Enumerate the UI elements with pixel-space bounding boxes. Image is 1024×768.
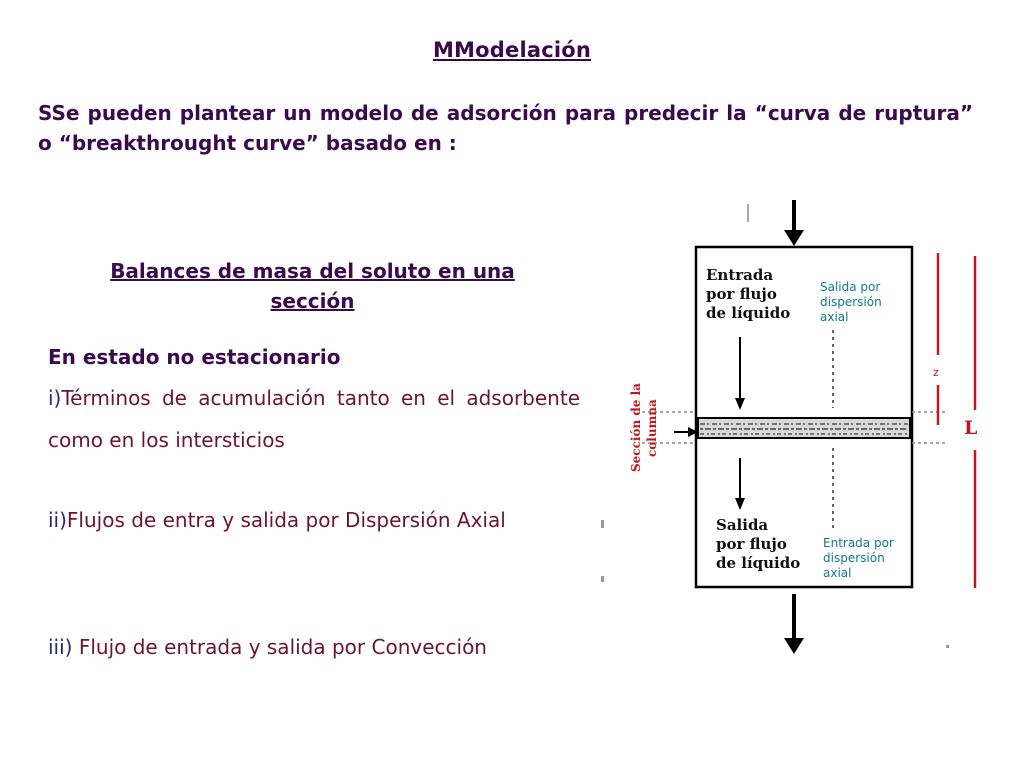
list-item-number: ii): [48, 508, 67, 532]
state-heading: En estado no estacionario: [48, 345, 341, 369]
entrada-flujo-label: Entrada por flujo de líquido: [706, 266, 791, 322]
list-item-text: Términos de acumulación tanto en el adso…: [48, 386, 580, 452]
column-box: [694, 245, 914, 589]
list-item-number: i): [48, 386, 62, 410]
list-item-text: Flujos de entra y salida por Dispersión …: [66, 508, 506, 532]
salida-dispersion-label: Salida por dispersión axial: [820, 280, 882, 324]
speck: [946, 645, 949, 648]
list-item: i)Términos de acumulación tanto en el ad…: [48, 377, 580, 461]
bottom-outflow-arrow-icon: [784, 594, 804, 654]
L-label: L: [964, 417, 978, 439]
intro-paragraph: SSe pueden plantear un modelo de adsorci…: [38, 101, 973, 155]
inner-outflow-arrow-icon: [735, 458, 745, 510]
inner-inflow-arrow-icon: [735, 337, 745, 410]
speck: [601, 520, 604, 528]
seccion-columna-label: Sección de la columna: [629, 383, 659, 473]
column-section-band: [697, 417, 911, 439]
entrada-dispersion-label: Entrada por dispersión axial: [823, 536, 894, 580]
section-subtitle: Balances de masa del soluto en una secci…: [110, 259, 515, 313]
top-inflow-arrow-icon: [784, 200, 804, 246]
list-item-number: iii): [48, 635, 73, 659]
list-item: iii) Flujo de entrada y salida por Conve…: [48, 626, 580, 668]
list-item: ii)Flujos de entra y salida por Dispersi…: [48, 499, 580, 541]
speck: [601, 576, 604, 582]
salida-flujo-label: Salida por flujo de líquido: [716, 516, 801, 572]
section-pointer-arrow-icon: [674, 427, 698, 437]
slide-title: MModelación: [432, 38, 592, 62]
list-item-text: Flujo de entrada y salida por Convección: [72, 635, 487, 659]
z-label: z: [933, 366, 939, 379]
